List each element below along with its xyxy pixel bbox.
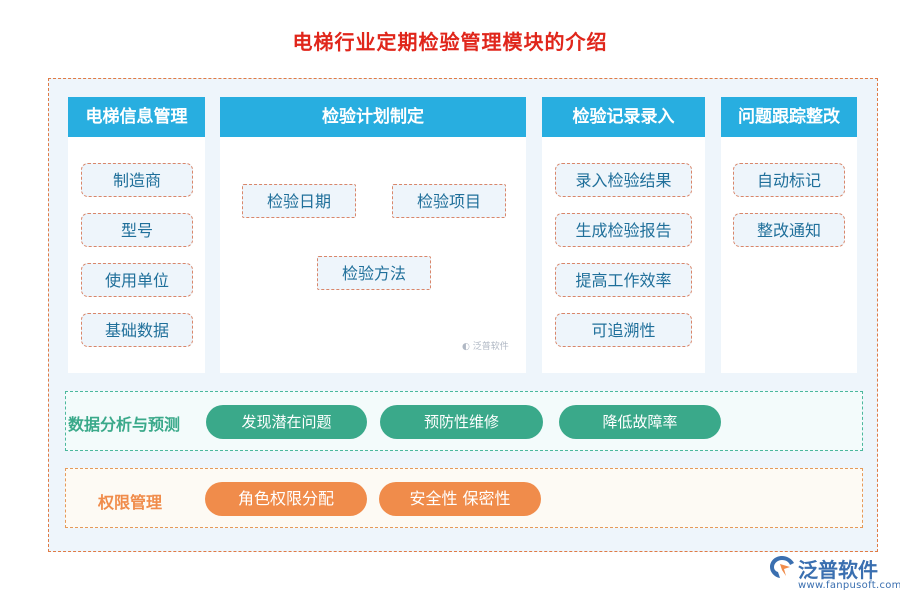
brand-logo: 泛普软件 www.fanpusoft.com [768, 552, 900, 596]
item-tag: 使用单位 [81, 263, 193, 297]
item-tag: 自动标记 [733, 163, 845, 197]
column-heading: 问题跟踪整改 [721, 97, 857, 137]
brand-url: www.fanpusoft.com [798, 580, 900, 591]
column-issue-tracking: 问题跟踪整改 自动标记 整改通知 [721, 97, 857, 373]
watermark-text: 泛普软件 [472, 342, 509, 352]
watermark: ◐ 泛普软件 [462, 339, 509, 352]
item-tag: 制造商 [81, 163, 193, 197]
item-tag: 整改通知 [733, 213, 845, 247]
column-heading: 电梯信息管理 [68, 97, 205, 137]
column-heading: 检验记录录入 [542, 97, 705, 137]
item-tag: 检验项目 [392, 184, 506, 218]
brand-logo-icon [770, 556, 794, 578]
item-tag: 检验日期 [242, 184, 356, 218]
item-tag: 检验方法 [317, 256, 431, 290]
analysis-pill: 预防性维修 [380, 405, 543, 439]
permissions-pill: 角色权限分配 [205, 482, 367, 516]
analysis-pill: 降低故障率 [559, 405, 721, 439]
analysis-pill: 发现潜在问题 [206, 405, 367, 439]
permissions-label: 权限管理 [98, 493, 163, 512]
column-heading: 检验计划制定 [220, 97, 526, 137]
item-tag: 提高工作效率 [555, 263, 692, 297]
column-elevator-info: 电梯信息管理 制造商 型号 使用单位 基础数据 [68, 97, 205, 373]
permissions-pill: 安全性 保密性 [379, 482, 541, 516]
item-tag: 生成检验报告 [555, 213, 692, 247]
item-tag: 录入检验结果 [555, 163, 692, 197]
column-inspection-plan: 检验计划制定 检验日期 检验项目 检验方法 ◐ 泛普软件 [220, 97, 526, 373]
brand-name: 泛普软件 [798, 558, 878, 582]
item-tag: 可追溯性 [555, 313, 692, 347]
diagram-title: 电梯行业定期检验管理模块的介绍 [292, 30, 608, 54]
item-tag: 基础数据 [81, 313, 193, 347]
column-inspection-records: 检验记录录入 录入检验结果 生成检验报告 提高工作效率 可追溯性 [542, 97, 705, 373]
item-tag: 型号 [81, 213, 193, 247]
analysis-label: 数据分析与预测 [68, 415, 181, 434]
watermark-icon: ◐ [462, 342, 470, 352]
